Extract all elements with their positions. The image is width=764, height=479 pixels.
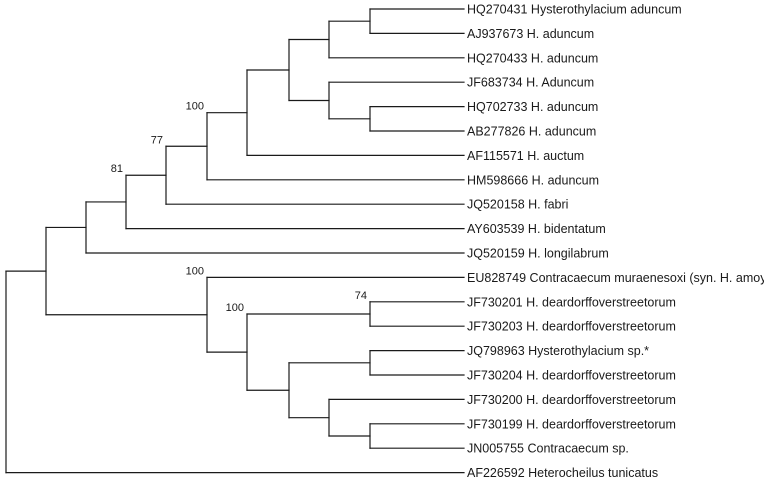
leaf-label: HQ702733 H. aduncum <box>467 100 598 114</box>
leaf-label: JF730199 H. deardorffoverstreetorum <box>467 417 676 431</box>
leaf-label: AF226592 Heterocheilus tunicatus <box>467 466 658 479</box>
leaf-label: JF730200 H. deardorffoverstreetorum <box>467 393 676 407</box>
leaf-label: EU828749 Contracaecum muraenesoxi (syn. … <box>467 271 764 285</box>
leaf-label: JQ520159 H. longilabrum <box>467 247 609 261</box>
leaf-label: JF683734 H. Aduncum <box>467 76 594 90</box>
leaf-label: JQ520158 H. fabri <box>467 198 568 212</box>
leaf-label: JN005755 Contracaecum sp. <box>467 442 629 456</box>
leaf-label: AY603539 H. bidentatum <box>467 222 606 236</box>
support-value: 100 <box>186 101 204 113</box>
tree-support-labels: 100 77 81 74 100 100 <box>111 101 367 314</box>
leaf-label: HQ270431 Hysterothylacium aduncum <box>467 3 682 17</box>
leaf-label: HQ270433 H. aduncum <box>467 51 598 65</box>
leaf-label: JF730204 H. deardorffoverstreetorum <box>467 369 676 383</box>
leaf-label: AB277826 H. aduncum <box>467 125 596 139</box>
leaf-label: JF730203 H. deardorffoverstreetorum <box>467 320 676 334</box>
leaf-label: AJ937673 H. aduncum <box>467 27 594 41</box>
leaf-label: AF115571 H. auctum <box>467 149 584 163</box>
leaf-label: JQ798963 Hysterothylacium sp.* <box>467 344 649 358</box>
support-value: 100 <box>226 302 244 314</box>
tree-branches <box>5 8 465 474</box>
support-value: 100 <box>186 265 204 277</box>
leaf-label: JF730201 H. deardorffoverstreetorum <box>467 295 676 309</box>
support-value: 74 <box>355 290 367 302</box>
leaf-label: HM598666 H. aduncum <box>467 173 599 187</box>
support-value: 81 <box>111 163 123 175</box>
support-value: 77 <box>151 134 163 146</box>
tree-leaf-labels: HQ270431 Hysterothylacium aduncumAJ93767… <box>467 3 764 479</box>
